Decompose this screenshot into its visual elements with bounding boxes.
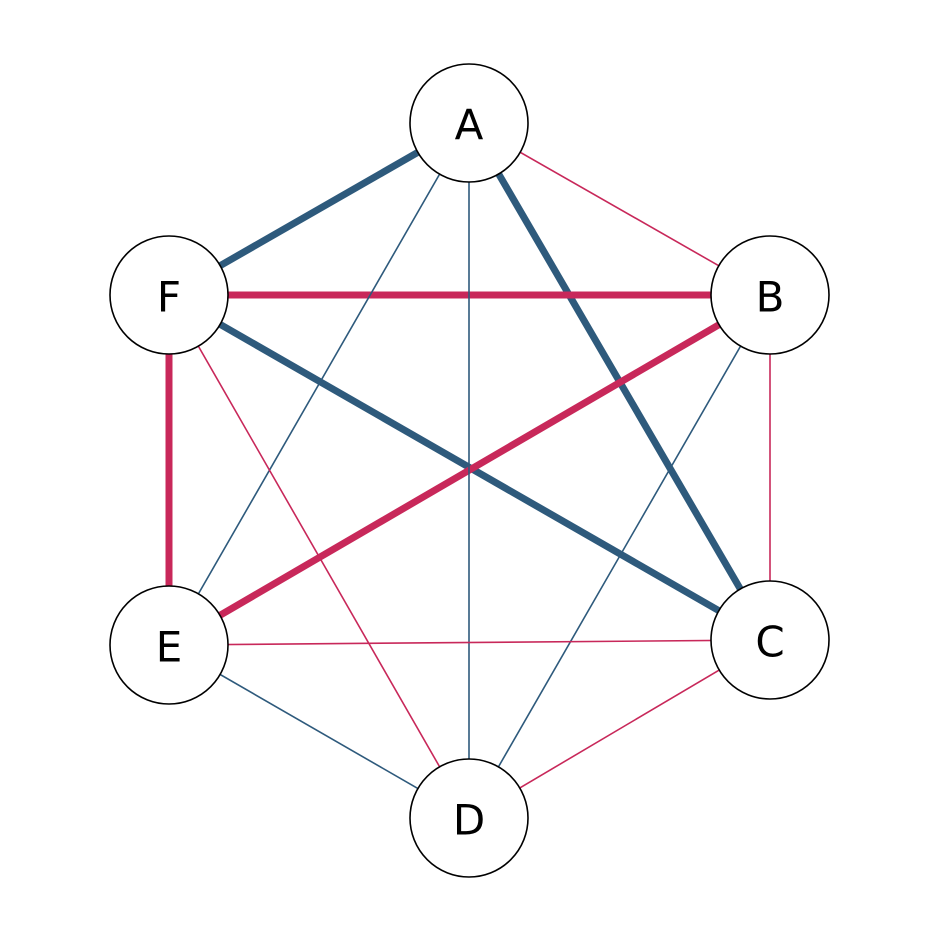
node-circle (109, 235, 229, 355)
node-label: E (156, 623, 183, 672)
node-b: B (710, 235, 830, 355)
node-label: C (755, 618, 784, 667)
node-circle (710, 580, 830, 700)
node-c: C (710, 580, 830, 700)
edges-layer (165, 119, 774, 819)
node-circle (109, 585, 229, 705)
edge-c-e (168, 639, 771, 646)
edge-f-d (168, 294, 470, 819)
edge-a-e (168, 122, 470, 646)
node-a: A (409, 63, 529, 183)
node-circle (710, 235, 830, 355)
node-e: E (109, 585, 229, 705)
node-f: F (109, 235, 229, 355)
node-circle (409, 63, 529, 183)
node-label: D (453, 796, 485, 845)
node-label: F (157, 273, 181, 322)
node-d: D (409, 758, 529, 878)
nodes-layer: A B C D E F (109, 63, 830, 878)
edge-b-d (468, 294, 771, 819)
node-label: B (756, 273, 785, 322)
node-circle (409, 758, 529, 878)
node-label: A (455, 101, 484, 150)
